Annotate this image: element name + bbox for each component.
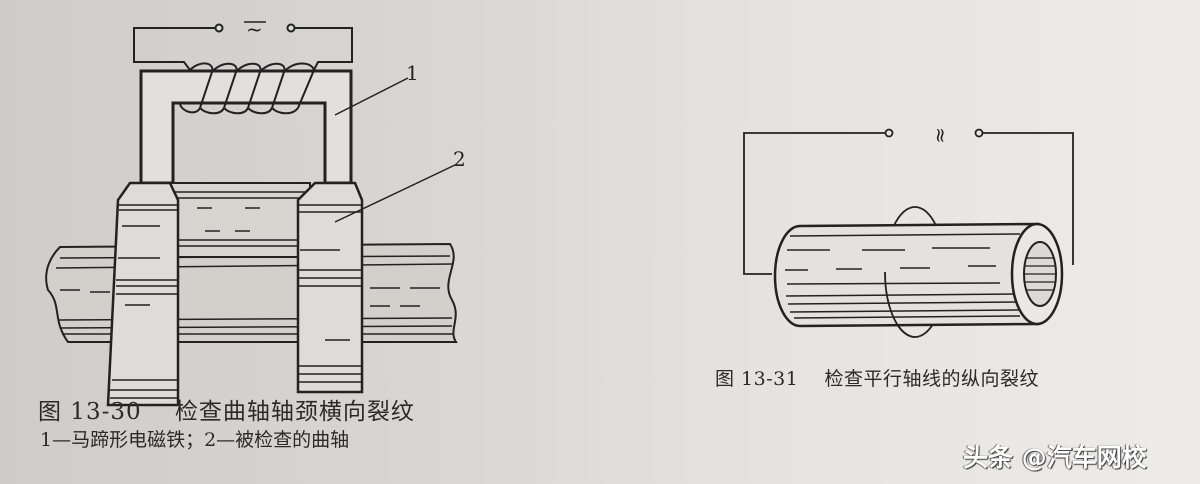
tube-coil-diagram: ≈ xyxy=(743,127,1074,338)
watermark: 头条 @汽车网校 xyxy=(963,443,1147,472)
figure-13-30-caption: 图 13-30 检查曲轴轴颈横向裂纹 xyxy=(38,399,415,425)
terminal-left xyxy=(884,128,894,138)
terminal-right xyxy=(974,128,984,138)
coil xyxy=(179,62,316,115)
wire-left xyxy=(743,132,886,275)
ac-symbol: ≈ xyxy=(929,127,953,144)
leader-2 xyxy=(334,164,456,223)
wire-right xyxy=(294,27,353,71)
tube xyxy=(773,222,1040,328)
figure-13-31-caption: 图 13-31 检查平行轴线的纵向裂纹 xyxy=(715,368,1039,390)
figure-13-30-legend: 1—马蹄形电磁铁；2—被检查的曲轴 xyxy=(40,429,350,451)
crankshaft-magnet-diagram: ~ xyxy=(45,17,466,407)
label-2: 2 xyxy=(453,147,466,171)
label-1: 1 xyxy=(406,61,419,85)
horseshoe-magnet xyxy=(139,69,353,185)
ac-symbol: ~ xyxy=(246,17,263,41)
leader-1 xyxy=(334,77,409,116)
terminal-right xyxy=(286,23,296,33)
wire-right xyxy=(982,132,1074,265)
wire-left xyxy=(133,27,215,71)
terminal-left xyxy=(214,23,224,33)
crank-journal xyxy=(169,182,311,258)
